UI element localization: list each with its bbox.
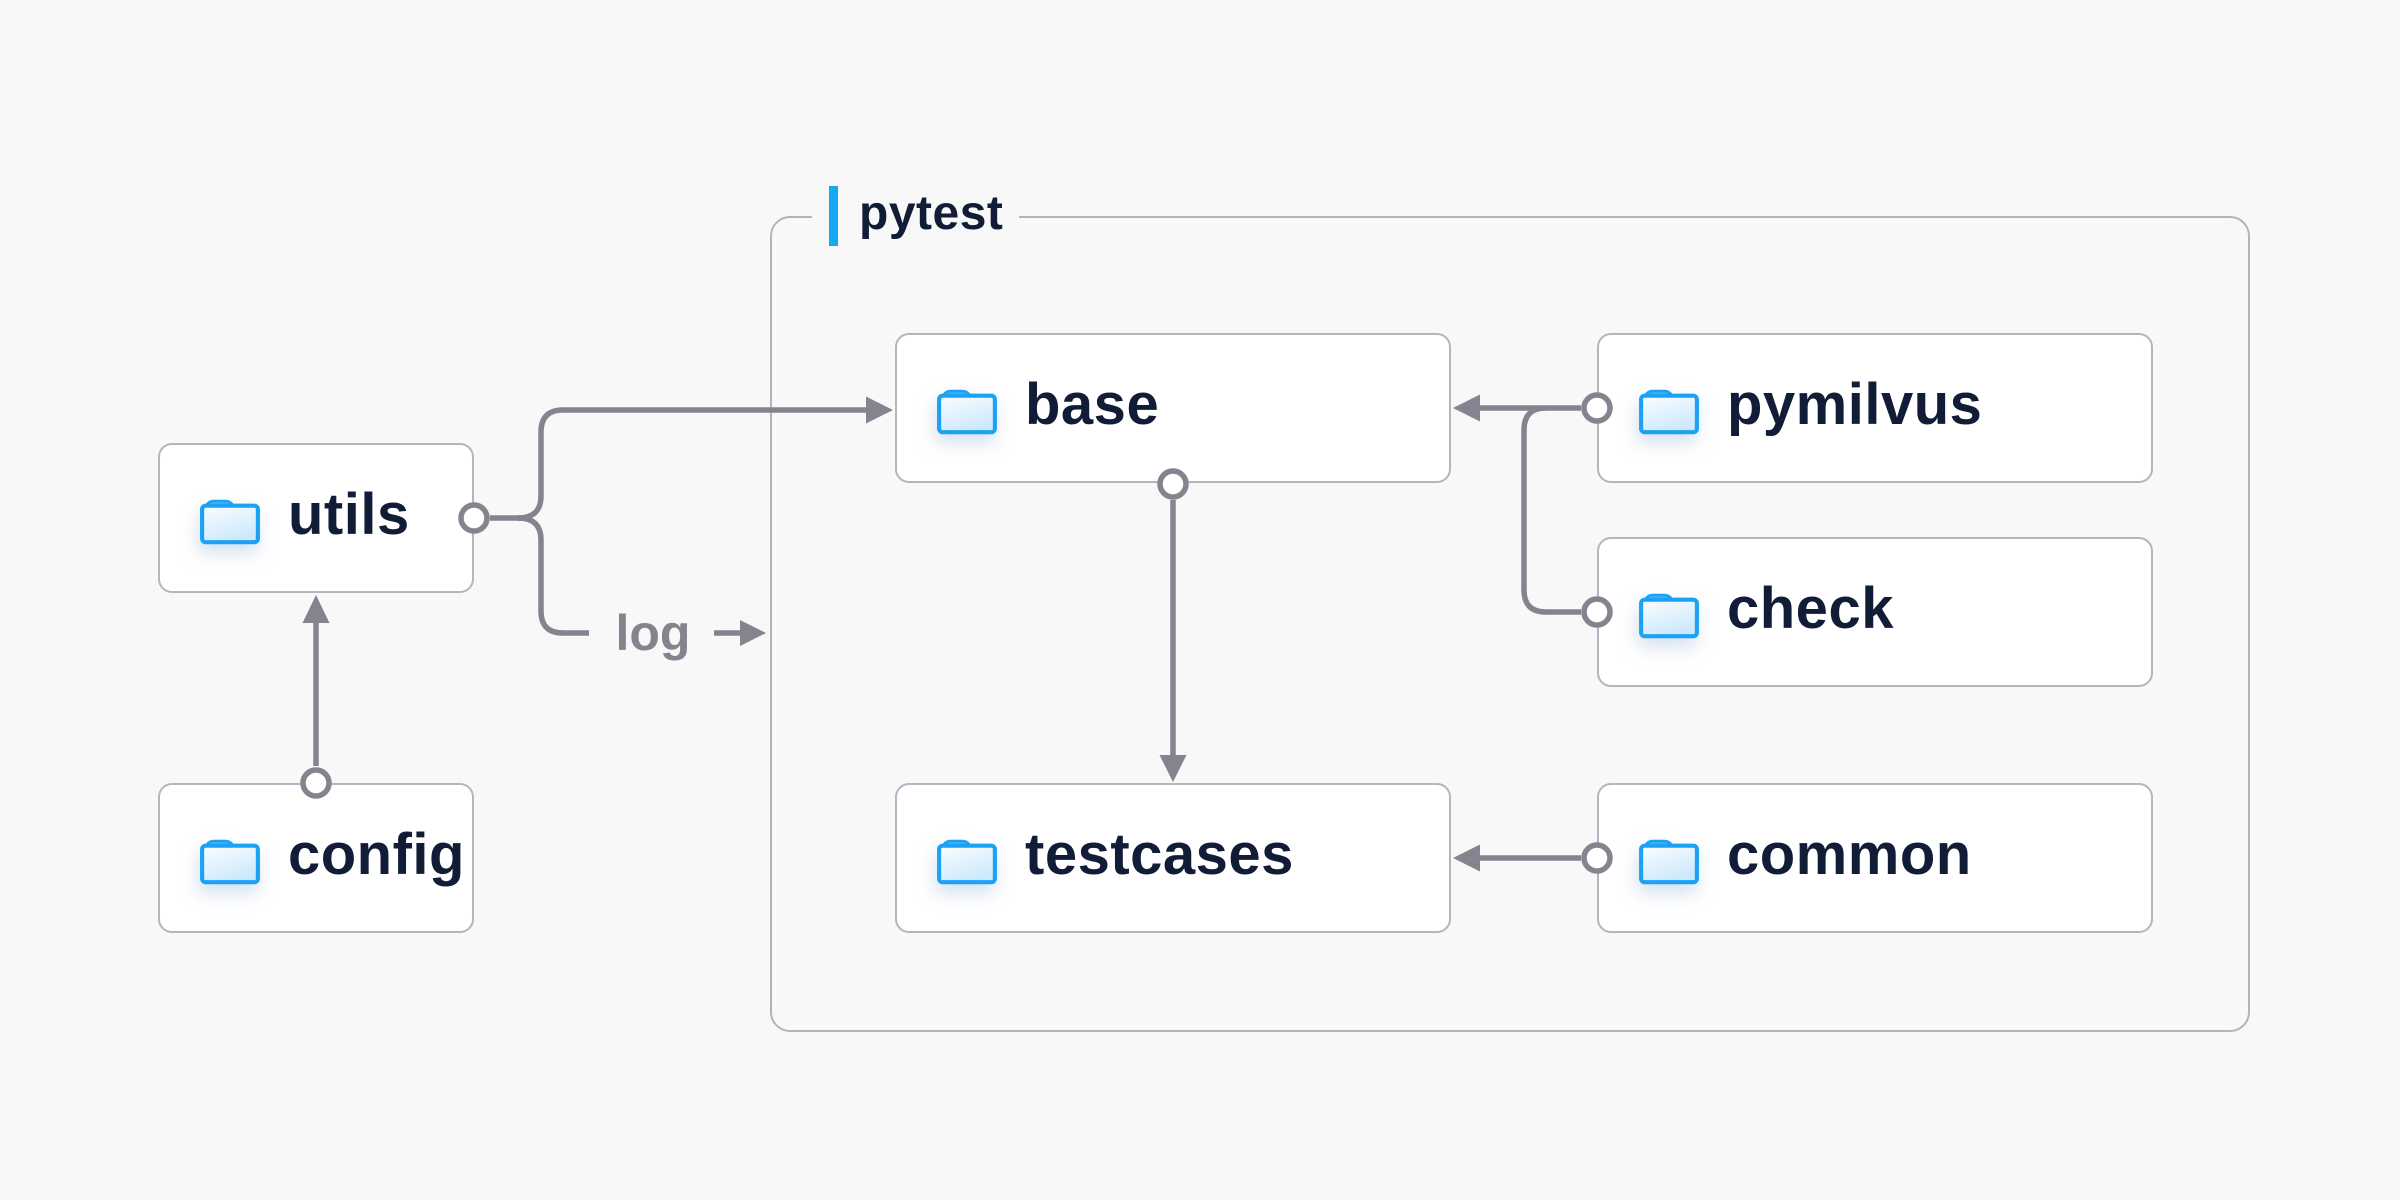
- node-label: utils: [288, 482, 410, 547]
- edge-utils-log: [517, 515, 589, 636]
- folder-icon: [200, 839, 260, 885]
- folder-icon: [200, 499, 260, 545]
- node-base: base: [895, 333, 1451, 483]
- pytest-group-label: pytest: [812, 186, 1020, 246]
- node-label: base: [1025, 372, 1160, 437]
- accent-bar: [829, 186, 838, 246]
- edge-label-log: log: [615, 605, 691, 661]
- arrowhead-up: [302, 595, 330, 623]
- node-check: check: [1597, 537, 2153, 687]
- edge-config-utils: [300, 595, 332, 799]
- node-testcases: testcases: [895, 783, 1451, 933]
- arrowhead-right: [740, 620, 766, 646]
- edge-log-group: [714, 620, 766, 646]
- folder-icon: [937, 389, 997, 435]
- node-config: config: [158, 783, 474, 933]
- folder-icon: [1639, 593, 1699, 639]
- node-utils: utils: [158, 443, 474, 593]
- node-pymilvus: pymilvus: [1597, 333, 2153, 483]
- pytest-group-title: pytest: [859, 187, 1004, 240]
- folder-icon: [937, 839, 997, 885]
- node-label: common: [1727, 822, 1972, 887]
- node-label: testcases: [1025, 822, 1294, 887]
- node-label: pymilvus: [1727, 372, 1983, 437]
- node-label: check: [1727, 576, 1894, 641]
- node-label: config: [288, 822, 465, 887]
- pytest-group-container: [770, 216, 2250, 1032]
- folder-icon: [1639, 389, 1699, 435]
- folder-icon: [1639, 839, 1699, 885]
- node-common: common: [1597, 783, 2153, 933]
